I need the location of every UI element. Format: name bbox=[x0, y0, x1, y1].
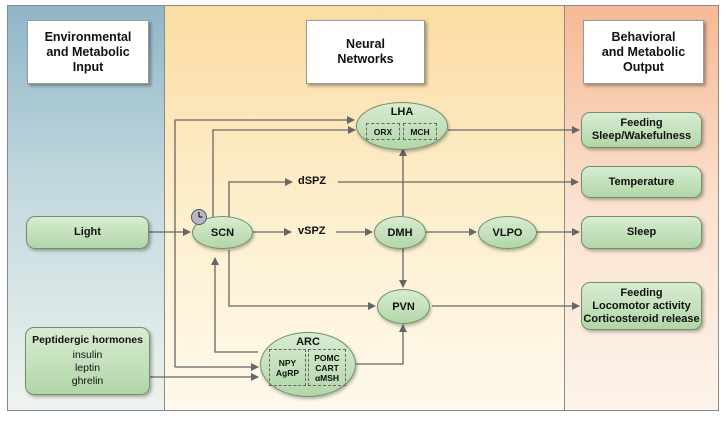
output-corticosteroid-release: Corticosteroid release bbox=[583, 312, 700, 325]
hormone-insulin: insulin bbox=[72, 349, 103, 361]
lha-node: LHA bbox=[356, 102, 448, 150]
agrp-label: AgRP bbox=[275, 367, 300, 378]
arrow-arc-scn bbox=[211, 257, 258, 353]
clock-icon bbox=[191, 209, 207, 225]
output-feeding-2: Feeding bbox=[620, 286, 663, 299]
sleep-output-box: Sleep bbox=[581, 216, 702, 249]
arrow-scn-dspz bbox=[228, 178, 293, 218]
arrow-scn-lha-outer bbox=[174, 116, 355, 367]
orx-subnode: ORX bbox=[366, 123, 400, 140]
feeding-sleep-output-box: Feeding Sleep/Wakefulness bbox=[581, 112, 702, 148]
diagram-frame: Environmental and Metabolic Input Neural… bbox=[7, 5, 719, 411]
amsh-label: αMSH bbox=[314, 372, 340, 383]
output-feeding-1: Feeding bbox=[620, 117, 663, 129]
arrow-scn-lha-inner bbox=[212, 126, 356, 218]
vspz-label: vSPZ bbox=[298, 225, 326, 237]
arrow-layer bbox=[149, 116, 580, 381]
feeding-locomotor-output-box: Feeding Locomotor activity Corticosteroi… bbox=[581, 282, 702, 330]
arrow-arc-pvn bbox=[354, 324, 407, 365]
npy-agrp-subnode: NPY AgRP bbox=[269, 349, 306, 386]
arc-label: ARC bbox=[296, 336, 320, 348]
dspz-label: dSPZ bbox=[298, 175, 327, 187]
output-sleep-wakefulness: Sleep/Wakefulness bbox=[591, 130, 692, 142]
hormones-title: Peptidergic hormones bbox=[32, 334, 143, 346]
hormone-leptin: leptin bbox=[74, 362, 101, 374]
dmh-node: DMH bbox=[374, 216, 426, 249]
pomc-label: POMC bbox=[314, 352, 340, 363]
network-column-title: Neural Networks bbox=[306, 20, 425, 84]
output-column-title: Behavioral and Metabolic Output bbox=[583, 20, 704, 84]
scn-label: SCN bbox=[210, 226, 235, 239]
input-column-title: Environmental and Metabolic Input bbox=[27, 20, 149, 84]
hormone-ghrelin: ghrelin bbox=[71, 375, 104, 387]
pomc-cart-amsh-subnode: POMC CART αMSH bbox=[308, 349, 346, 386]
arrow-scn-pvn bbox=[228, 250, 376, 310]
output-locomotor-activity: Locomotor activity bbox=[592, 299, 691, 312]
lha-label: LHA bbox=[390, 106, 414, 118]
hormones-input-box: Peptidergic hormones insulin leptin ghre… bbox=[25, 327, 150, 395]
temperature-output-box: Temperature bbox=[581, 166, 702, 198]
cart-label: CART bbox=[315, 362, 339, 373]
pvn-node: PVN bbox=[377, 289, 430, 324]
mch-subnode: MCH bbox=[403, 123, 437, 140]
light-input-box: Light bbox=[26, 216, 149, 249]
npy-label: NPY bbox=[278, 357, 297, 368]
vlpo-node: VLPO bbox=[478, 216, 537, 249]
